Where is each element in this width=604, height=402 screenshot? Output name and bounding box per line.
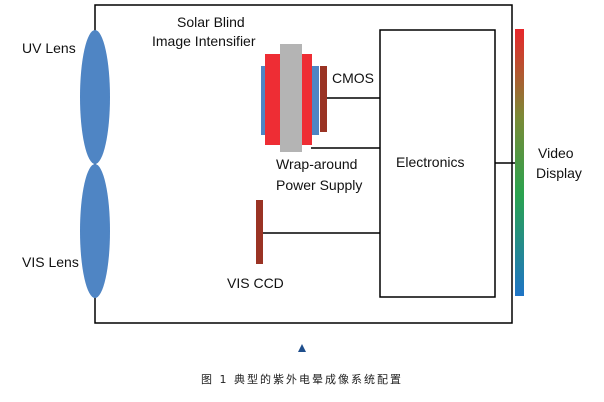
intensifier-red-right [302,54,312,145]
power-supply-label-line1: Wrap-around [276,156,357,172]
intensifier-label-line1: Solar Blind [177,14,245,30]
uv-lens-label: UV Lens [22,40,76,56]
intensifier-blue-left [261,66,267,135]
video-display-label-line2: Display [536,165,582,181]
intensifier-blue-right [312,66,319,135]
intensifier-gray-core [280,44,302,152]
vis-lens-label: VIS Lens [22,254,79,270]
figure-caption: 图 1 典型的紫外电晕成像系统配置 [201,372,403,386]
uv-lens-shape [80,30,110,164]
power-supply-label-line2: Power Supply [276,177,362,193]
cmos-sensor [320,66,327,132]
intensifier-label-line2: Image Intensifier [152,33,256,49]
video-display-bar [515,29,524,296]
vis-lens-shape [80,164,110,298]
vis-ccd-sensor [256,200,263,264]
vis-ccd-label: VIS CCD [227,275,284,291]
video-display-label-line1: Video [538,145,574,161]
electronics-label: Electronics [396,154,464,170]
caption-marker-icon [298,344,306,352]
intensifier-red-left [265,54,280,145]
cmos-label: CMOS [332,70,374,86]
